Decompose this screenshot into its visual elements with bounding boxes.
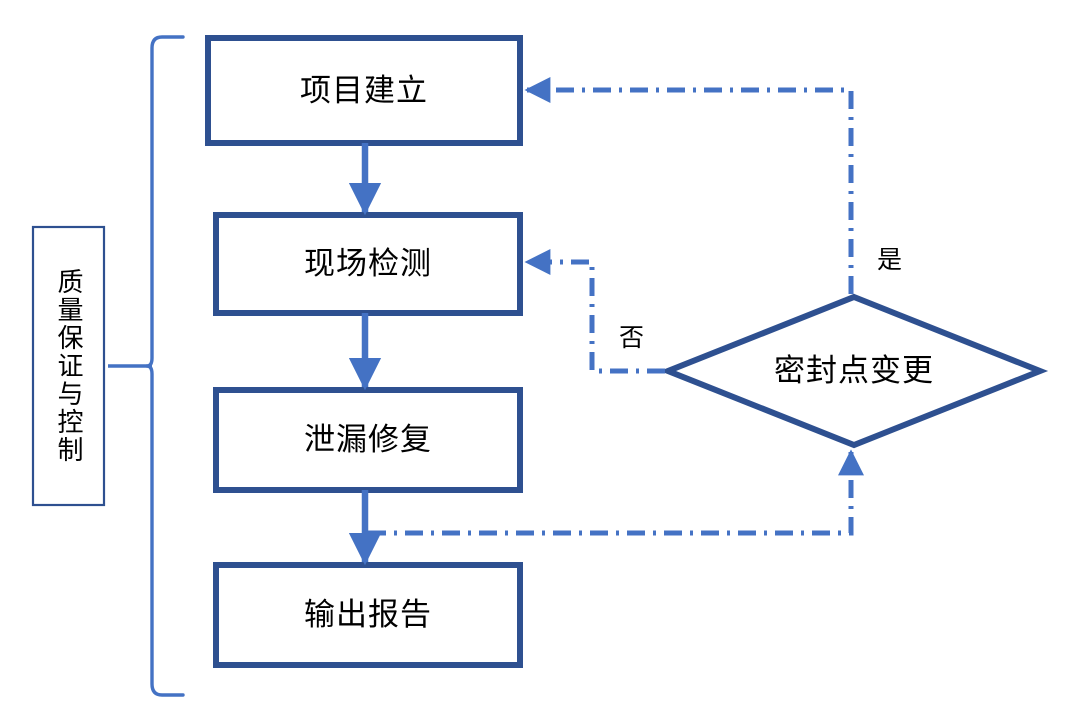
node-box-output-report[interactable] <box>213 562 523 668</box>
node-diamond-seal-point-change[interactable] <box>659 293 1049 449</box>
scope-label-box <box>31 225 106 507</box>
edge-repair-to-decision <box>368 449 864 536</box>
edge-label-yes: 是 <box>877 246 903 274</box>
edge-decision-yes-to-project <box>524 77 854 294</box>
scope-bracket-icon <box>108 35 185 697</box>
edge-decision-no-to-detection <box>524 249 665 374</box>
node-box-project-establish[interactable] <box>205 35 523 146</box>
scope-label-text: 质量保证与控制 <box>54 268 85 464</box>
node-box-leak-repair[interactable] <box>213 387 523 493</box>
node-box-onsite-detection[interactable] <box>213 212 523 316</box>
edge-label-no: 否 <box>619 324 645 352</box>
